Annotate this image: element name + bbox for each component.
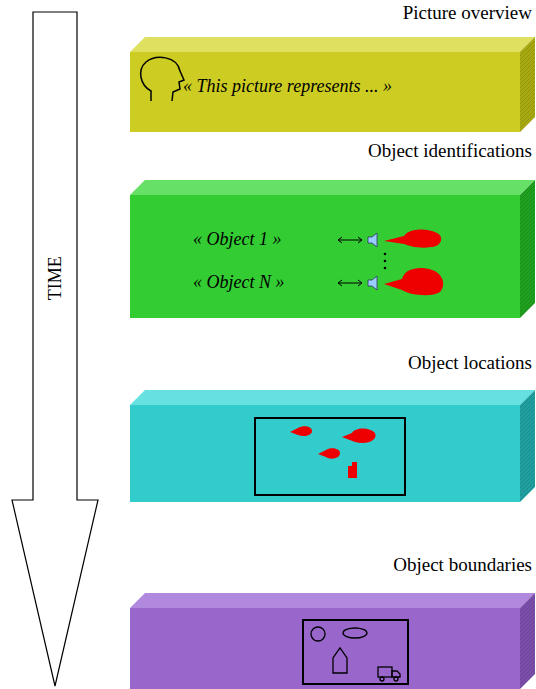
overview-text: « This picture represents ... »: [183, 76, 392, 97]
located-objects: [290, 426, 376, 478]
block-title: Picture overview: [403, 2, 532, 24]
block-title: Object boundaries: [393, 554, 532, 576]
speaker-head: [141, 57, 184, 101]
time-arrow-label: TIME: [33, 12, 77, 500]
green-block-label: Object identifications « Object 1 » « Obje…: [128, 140, 534, 320]
axis-label: TIME: [45, 256, 66, 300]
ellipsis-dots: [384, 253, 387, 270]
object-outlines: [311, 627, 400, 681]
object-name: « Object 1 »: [193, 229, 281, 250]
green-block: [130, 180, 535, 318]
block-title: Object locations: [408, 352, 532, 374]
object-blobs: [384, 230, 443, 296]
cyan-block-label: Object locations: [128, 352, 534, 504]
picture-frame: [303, 620, 408, 684]
speaker-icons: [368, 233, 377, 290]
picture-frame: [255, 418, 405, 495]
purple-block: [130, 593, 535, 689]
link-arrows: [338, 237, 362, 286]
yellow-block-label: Picture overview « This picture represent…: [128, 2, 534, 134]
object-name: « Object N »: [193, 272, 285, 293]
purple-block-label: Object boundaries: [128, 554, 534, 689]
cyan-block: [130, 390, 535, 502]
time-arrow: [12, 12, 98, 686]
yellow-block: [130, 37, 535, 132]
block-title: Object identifications: [368, 140, 532, 162]
